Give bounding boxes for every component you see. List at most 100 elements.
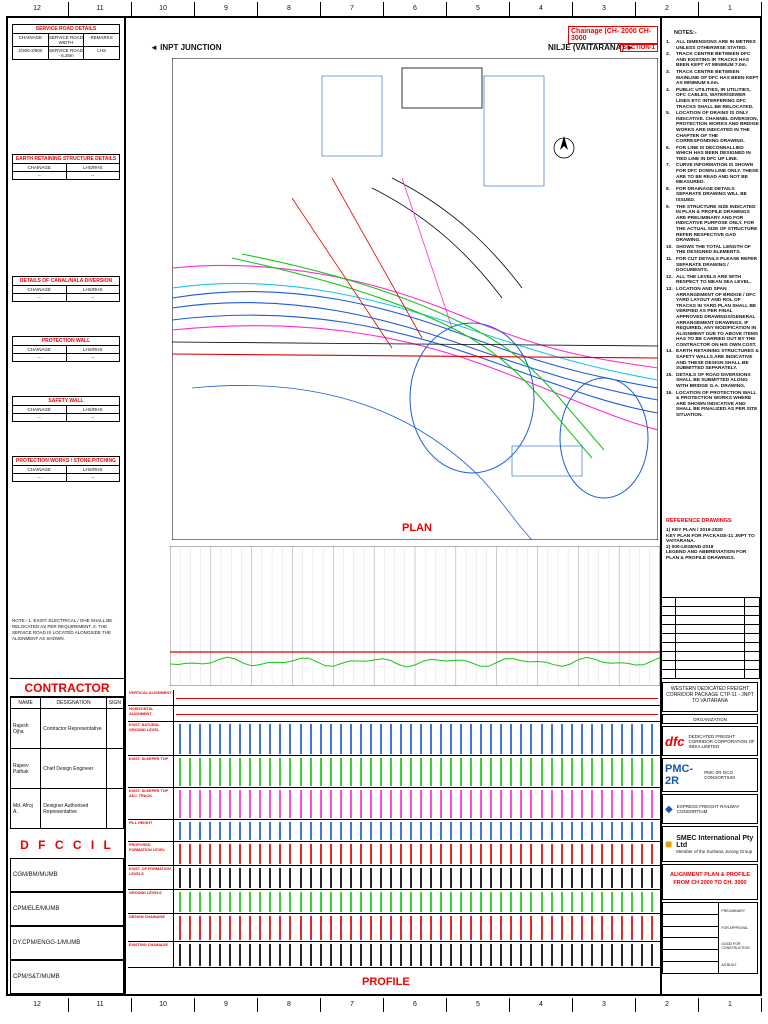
profile-tick	[389, 822, 392, 840]
profile-tick	[520, 944, 523, 966]
profile-tick	[219, 844, 222, 864]
profile-tick	[470, 758, 473, 786]
profile-tick	[600, 822, 603, 840]
note-item: 1.ALL DIMENSIONS ARE IN METRES UNLESS OT…	[666, 40, 760, 51]
profile-tick	[440, 822, 443, 840]
grid-number: 7	[321, 2, 384, 16]
profile-tick	[580, 916, 583, 940]
profile-tick	[550, 916, 553, 940]
profile-tick	[179, 868, 181, 888]
profile-tick	[620, 758, 623, 786]
profile-row: EXIST. NATURAL GROUND LEVEL	[128, 722, 660, 756]
profile-tick	[460, 916, 463, 940]
profile-row: DESIGN CHAINAGE	[128, 914, 660, 942]
profile-tick	[620, 844, 623, 864]
smec-block: ■ SMEC International Pty Ltd Member of t…	[662, 826, 758, 862]
profile-tick	[560, 892, 563, 912]
contractor-title: CONTRACTOR	[10, 678, 124, 698]
col-header-sign: SIGN	[105, 696, 125, 709]
profile-tick	[379, 822, 382, 840]
track-line	[172, 290, 658, 389]
profile-tick	[199, 944, 202, 966]
profile-tick	[199, 790, 202, 818]
profile-tick	[420, 916, 422, 940]
profile-tick	[409, 844, 412, 864]
profile-tick	[369, 724, 372, 754]
profile-tick	[399, 916, 402, 940]
earth-retaining-table: EARTH RETAINING STRUCTURE DETAILS CHAINA…	[12, 154, 120, 180]
profile-tick	[319, 844, 322, 864]
profile-tick	[420, 868, 422, 888]
grid-number: 7	[321, 998, 384, 1012]
profile-tick	[460, 892, 463, 912]
grid-number: 4	[510, 998, 573, 1012]
profile-tick	[179, 892, 181, 912]
profile-tick	[289, 790, 292, 818]
arrow-left-icon: ◄	[150, 43, 158, 52]
profile-tick	[570, 822, 573, 840]
col-header: LHS/RHS	[82, 467, 103, 472]
grid-number: 8	[258, 2, 321, 16]
profile-tick	[259, 944, 262, 966]
profile-tick	[440, 790, 443, 818]
profile-row-label: EXIST. SLEEPER TOP	[128, 756, 174, 787]
track-line	[401, 177, 453, 329]
profile-row-label: EXIST. SLEEPER TOP ADJ. TRACK	[128, 788, 174, 819]
track-line	[331, 177, 423, 339]
table-cell: SERVICE ROAD - 6.25m	[49, 47, 85, 59]
profile-tick	[359, 724, 362, 754]
profile-tick	[430, 790, 433, 818]
profile-tick	[189, 790, 192, 818]
profile-tick	[189, 844, 192, 864]
profile-tick	[540, 944, 543, 966]
profile-tick	[229, 944, 232, 966]
profile-tick	[560, 724, 563, 754]
profile-tick	[259, 724, 262, 754]
profile-tick	[630, 892, 633, 912]
profile-tick	[600, 758, 603, 786]
profile-tick	[379, 892, 382, 912]
dfccil-row: CGM/BM/MUMB	[10, 858, 124, 892]
profile-tick	[309, 724, 312, 754]
profile-tick	[209, 724, 212, 754]
profile-tick	[560, 758, 563, 786]
revision-row	[660, 624, 760, 634]
profile-tick	[199, 868, 202, 888]
profile-tick	[249, 892, 252, 912]
profile-tick	[580, 844, 583, 864]
profile-tick	[620, 916, 623, 940]
contractor-name: Md. Afroj A.	[9, 788, 42, 829]
profile-tick	[590, 916, 593, 940]
grid-number: 6	[384, 998, 447, 1012]
blue-annotations	[321, 75, 583, 477]
rail-consortium-block: ◆ EXPRESS FREIGHT RAILWAY CONSORTIUM	[662, 794, 758, 824]
contractor-table: NAME DESIGNATION SIGN Rajesh Ojha Contra…	[9, 696, 125, 829]
profile-tick	[550, 868, 553, 888]
profile-tick	[379, 790, 382, 818]
profile-tick	[239, 758, 242, 786]
profile-tick	[590, 844, 593, 864]
grid-number: 12	[6, 998, 69, 1012]
profile-tick	[600, 892, 603, 912]
profile-tick	[299, 944, 302, 966]
profile-tick	[520, 844, 523, 864]
profile-tick	[249, 916, 252, 940]
profile-tick	[209, 790, 212, 818]
table-cell: LHS	[97, 48, 107, 53]
note-text: EARTH RETAINING STRUCTURES & SAFETY WALL…	[676, 349, 759, 372]
profile-tick	[269, 868, 272, 888]
profile-tick	[420, 844, 422, 864]
profile-tick	[650, 724, 653, 754]
grid-number: 2	[636, 2, 699, 16]
sign-cell	[105, 708, 125, 749]
right-column: NOTES:- 1.ALL DIMENSIONS ARE IN METRES U…	[660, 18, 760, 994]
status-item: PRELIMINARY	[721, 909, 746, 914]
profile-tick	[530, 844, 533, 864]
profile-row-label: PROPOSED FORMATION LEVEL	[128, 842, 174, 865]
profile-tick	[440, 758, 443, 786]
profile-tick	[610, 724, 613, 754]
profile-tick	[640, 822, 643, 840]
profile-tick	[600, 916, 603, 940]
profile-tick	[530, 892, 533, 912]
profile-tick	[620, 822, 623, 840]
